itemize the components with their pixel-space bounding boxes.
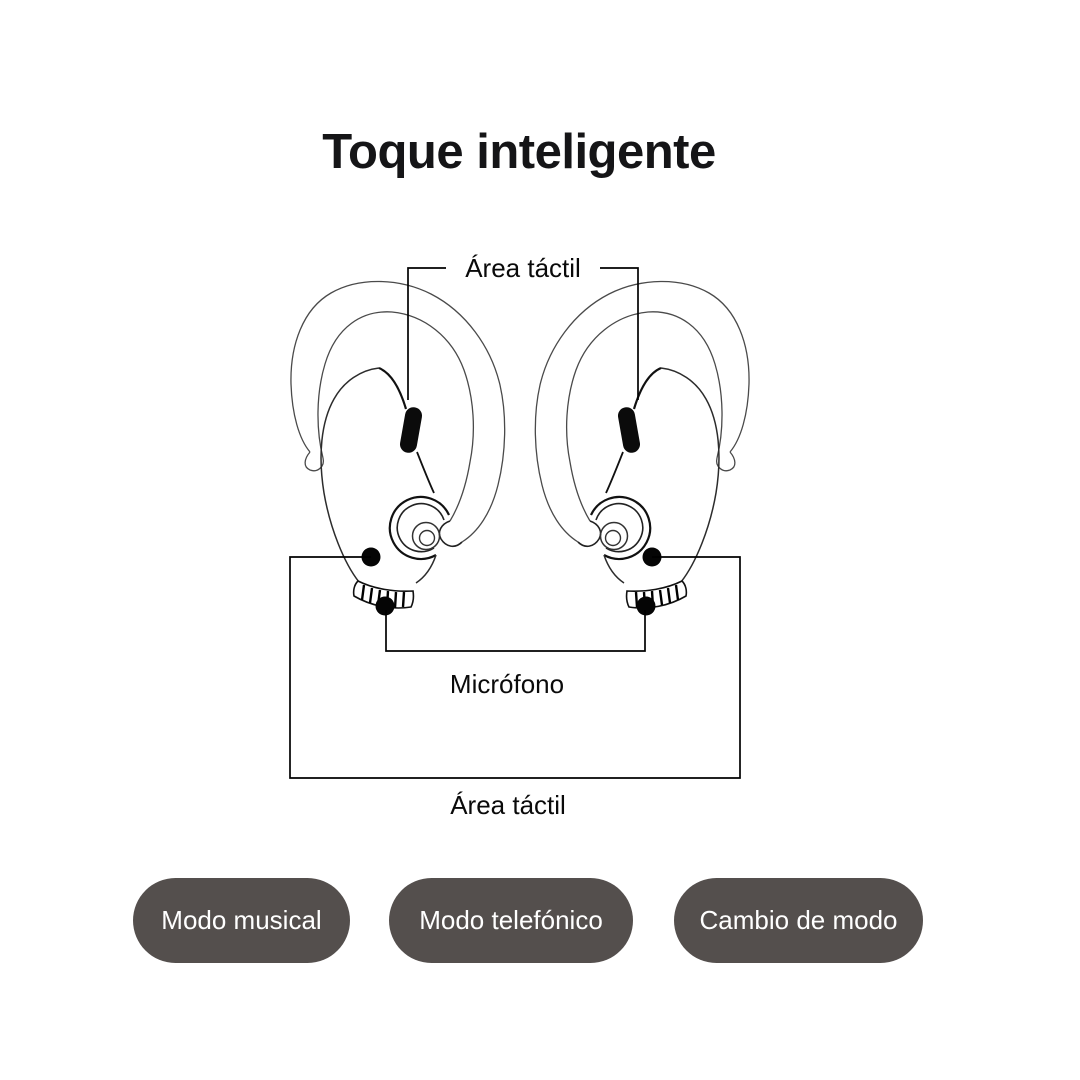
touch-area-top-left-connector [407, 267, 446, 400]
touch-area-top-right-connector [600, 267, 639, 400]
connector-lines [289, 267, 741, 779]
microphone-bracket [385, 610, 646, 652]
right-earbud [534, 280, 751, 610]
left-earbud [289, 280, 506, 610]
label-touch-area-bottom: Área táctil [450, 790, 566, 820]
badge-phone-mode: Modo telefónico [389, 878, 633, 963]
badge-mode-switch: Cambio de modo [674, 878, 923, 963]
microphone-dot [636, 596, 656, 616]
label-touch-area-top: Área táctil [465, 253, 581, 283]
label-microphone: Micrófono [449, 669, 565, 699]
microphone-dot [375, 596, 395, 616]
page-title: Toque inteligente [322, 125, 716, 179]
touch-area-bottom-bracket [289, 556, 741, 779]
badge-music-mode: Modo musical [133, 878, 350, 963]
